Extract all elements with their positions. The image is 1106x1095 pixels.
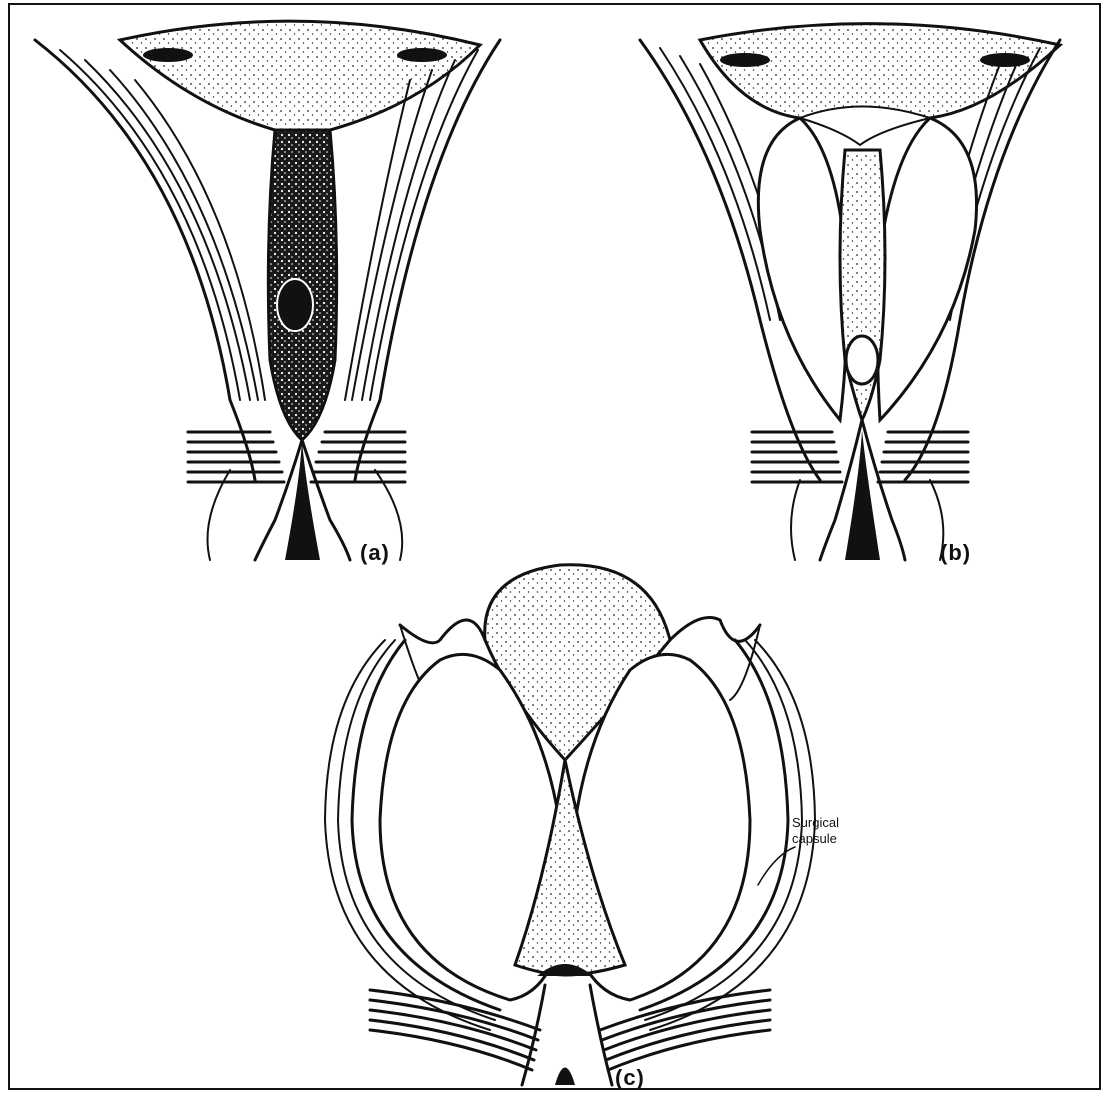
- panel-a-ureteric-orifice-right: [397, 48, 447, 62]
- panel-c-drawing: [325, 565, 815, 1085]
- panel-c-sphincter-right: [600, 990, 770, 1070]
- panel-b-median-lobe: [800, 107, 930, 146]
- panel-b-bladder: [700, 24, 1060, 118]
- panel-b-sphincter-right: [878, 432, 968, 482]
- panel-b-left-lobe: [758, 118, 846, 420]
- panel-a-bladder: [120, 21, 480, 130]
- panel-a-sphincter-right: [311, 432, 405, 482]
- panel-a-drawing: [35, 21, 500, 560]
- panel-b-label: (b): [940, 540, 971, 566]
- panel-a-sphincter-left: [188, 432, 284, 482]
- panel-a-verumontanum: [277, 279, 313, 331]
- panel-a-label: (a): [360, 540, 390, 566]
- panel-b-right-lobe: [878, 118, 977, 420]
- surgical-capsule-annotation: Surgical capsule: [792, 815, 839, 847]
- panel-a-ureteric-orifice-left: [143, 48, 193, 62]
- panel-c-sphincter-left: [370, 990, 540, 1070]
- capsule-line1: Surgical: [792, 815, 839, 831]
- panel-b-drawing: [640, 24, 1060, 560]
- panel-c-label: (c): [615, 1065, 645, 1091]
- capsule-pointer-line: [758, 847, 795, 885]
- capsule-line2: capsule: [792, 831, 839, 847]
